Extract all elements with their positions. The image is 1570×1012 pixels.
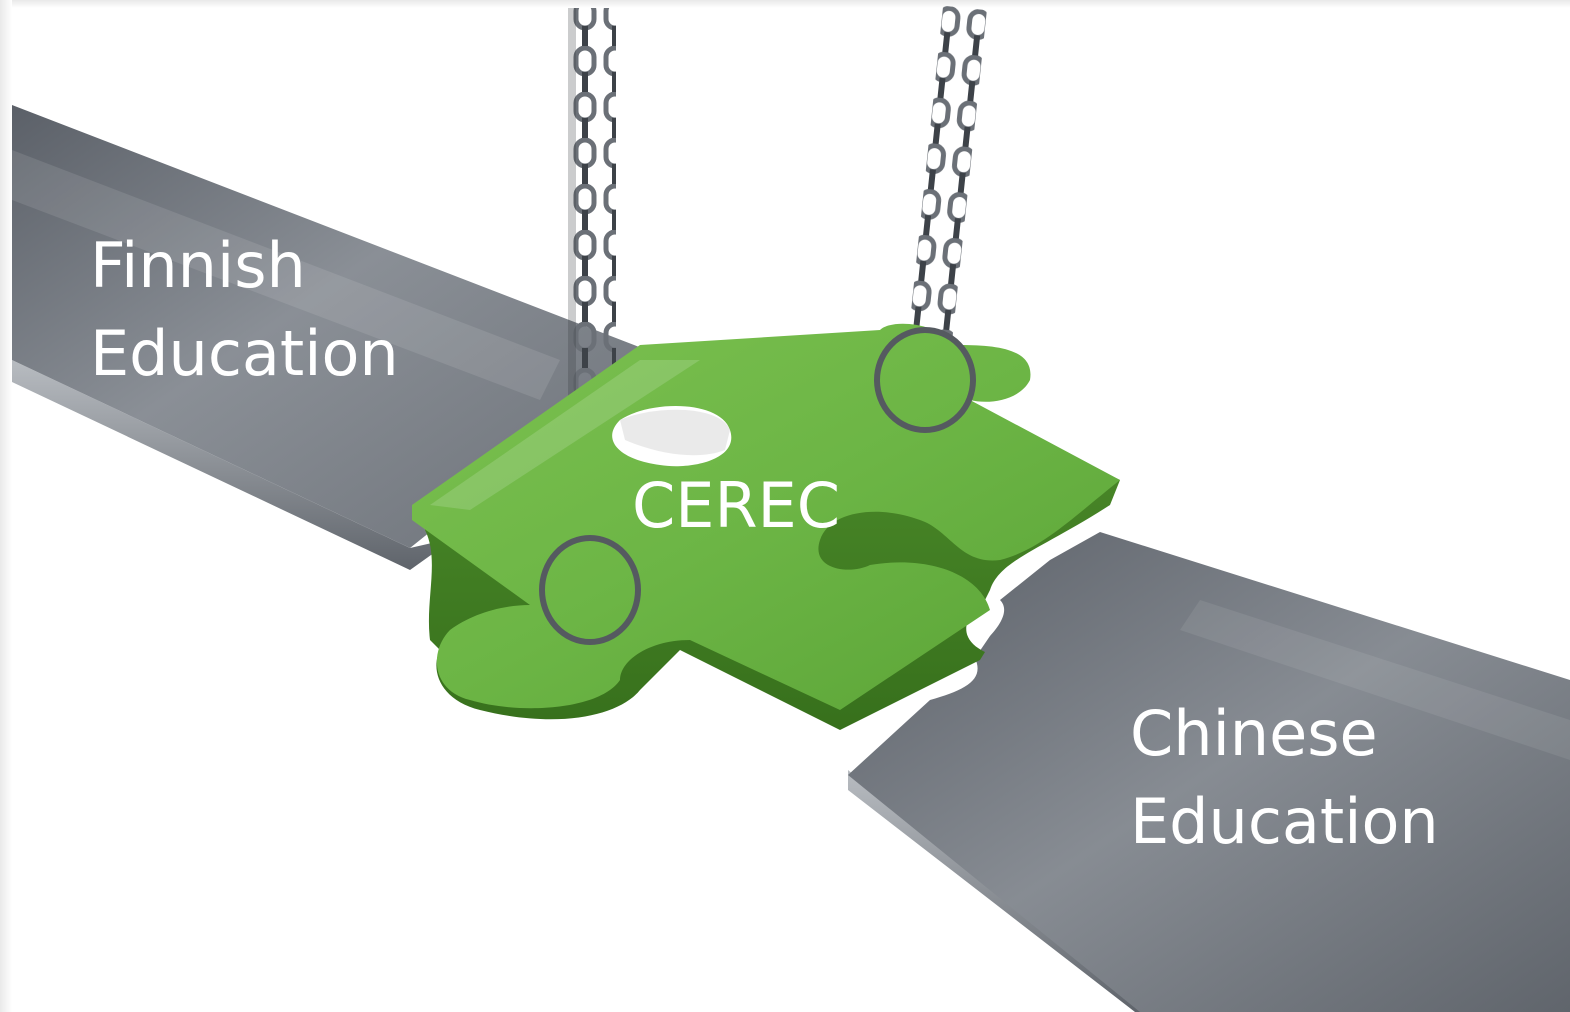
frame-top-edge (0, 0, 1570, 8)
right-plank-label: Chinese Education (1130, 690, 1439, 866)
right-chain (907, 5, 987, 349)
left-plank-label-line1: Finnish (90, 229, 306, 302)
connector-label: CEREC (632, 469, 841, 542)
green-puzzle-piece (412, 323, 1120, 730)
left-plank (12, 105, 660, 570)
left-plank-label-line2: Education (90, 317, 399, 390)
right-plank-label-line2: Education (1130, 785, 1439, 858)
right-plank-label-line1: Chinese (1130, 697, 1378, 770)
left-plank-label: Finnish Education (90, 222, 399, 398)
frame-left-edge (0, 0, 12, 1012)
right-plank (848, 532, 1570, 1012)
